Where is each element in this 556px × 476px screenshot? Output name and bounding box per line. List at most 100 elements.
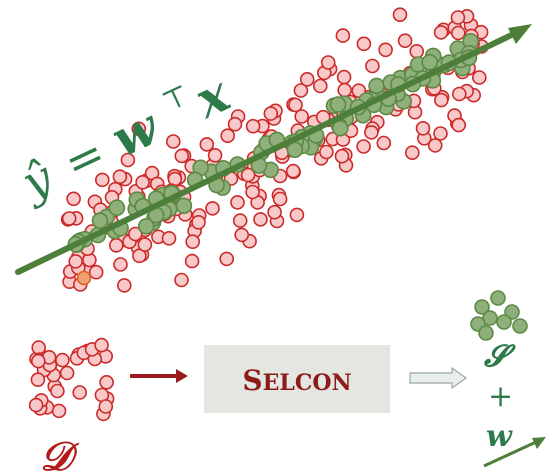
red-point: [205, 201, 220, 216]
green-point: [137, 218, 155, 235]
red-point: [61, 211, 77, 226]
green-point: [421, 53, 439, 71]
red-point: [397, 33, 413, 49]
red-point: [427, 138, 443, 153]
red-point: [378, 42, 393, 58]
selcon-first-letter: S: [242, 364, 262, 397]
green-point: [91, 212, 109, 229]
subset-point: [474, 299, 490, 315]
dataset-point: [51, 403, 67, 419]
red-point: [219, 251, 234, 267]
red-point: [404, 145, 420, 160]
red-point: [227, 116, 243, 132]
red-point: [137, 237, 153, 252]
dataset-point: [50, 383, 65, 399]
red-point: [450, 10, 466, 25]
red-point: [207, 148, 223, 163]
red-point: [320, 55, 336, 70]
red-point: [365, 58, 380, 74]
red-point: [263, 106, 279, 121]
red-data-points: [60, 7, 489, 293]
dataset-point: [30, 372, 46, 388]
red-point: [433, 92, 449, 108]
red-point: [312, 78, 328, 94]
red-point: [199, 137, 215, 152]
red-point: [289, 207, 305, 223]
regression-arrowhead: [508, 24, 532, 44]
green-point: [175, 197, 193, 215]
weight-label: w: [486, 419, 513, 454]
red-point: [135, 175, 150, 190]
dataset-point: [94, 337, 109, 353]
red-point: [356, 36, 372, 52]
red-point: [120, 152, 136, 168]
dataset-point: [72, 385, 87, 400]
red-point: [230, 195, 245, 210]
red-point: [245, 118, 261, 134]
red-point: [232, 213, 248, 228]
selcon-box: [204, 345, 390, 413]
red-point: [166, 134, 181, 149]
red-point: [471, 70, 487, 85]
input-arrowhead: [176, 369, 188, 383]
red-point: [68, 254, 83, 269]
red-point: [220, 128, 235, 143]
green-point: [331, 119, 349, 137]
regression-line: [15, 27, 525, 275]
subset-cluster: [470, 290, 528, 341]
red-point: [88, 264, 104, 280]
red-point: [109, 238, 124, 253]
red-point: [392, 7, 408, 22]
red-point: [409, 43, 425, 59]
red-point: [191, 215, 206, 230]
red-point: [433, 126, 448, 141]
selcon-label: SELCON: [242, 364, 351, 397]
subset-point: [496, 314, 512, 330]
orange-point: [76, 270, 92, 286]
dataset-point: [55, 352, 70, 368]
red-point: [253, 212, 268, 227]
dataset-point: [28, 397, 44, 413]
equation-w: w: [103, 96, 169, 168]
subset-point: [504, 304, 520, 320]
equation-yhat: ŷ: [12, 150, 61, 211]
red-point: [337, 82, 353, 98]
green-point: [108, 199, 126, 216]
dataset-point: [59, 365, 75, 381]
green-point: [368, 77, 385, 95]
subset-point: [478, 325, 494, 341]
red-point: [240, 167, 256, 183]
green-point: [329, 96, 347, 113]
red-point: [267, 204, 282, 220]
red-point: [131, 121, 147, 137]
red-point: [294, 109, 310, 124]
red-point: [450, 25, 466, 41]
equation-label: ŷ = w ⊤ x: [12, 63, 239, 211]
selcon-rest: ELCON: [263, 370, 352, 396]
red-point: [334, 148, 350, 164]
equation-x: x: [185, 63, 239, 130]
plus-label: +: [488, 379, 513, 414]
red-point: [336, 69, 352, 85]
red-point: [319, 144, 334, 160]
red-point: [184, 253, 200, 269]
red-point: [113, 257, 128, 272]
red-point: [95, 172, 110, 188]
red-point: [356, 139, 371, 154]
subset-point: [482, 310, 498, 326]
red-point: [272, 191, 288, 207]
red-point: [245, 184, 260, 200]
dataset-point: [98, 399, 114, 414]
red-point: [299, 72, 315, 87]
red-point: [376, 135, 392, 151]
red-point: [128, 226, 143, 242]
output-arrow: [409, 366, 468, 390]
dataset-label: 𝒟: [40, 433, 80, 476]
subset-point: [512, 318, 528, 334]
weight-arrowhead: [532, 437, 546, 449]
red-point: [161, 231, 177, 246]
red-point: [174, 272, 189, 288]
subset-point: [490, 290, 506, 306]
red-point: [293, 83, 309, 98]
